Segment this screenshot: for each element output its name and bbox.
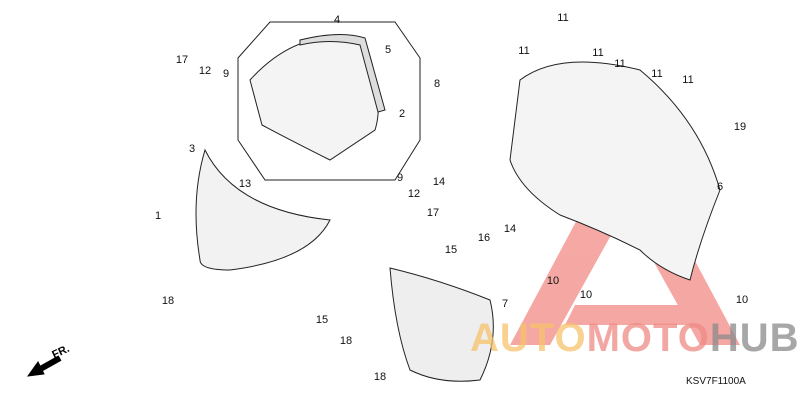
callout-label: 17	[426, 207, 440, 219]
callout-label: 16	[477, 232, 491, 244]
watermark-auto: AUTO	[470, 316, 587, 360]
callout-label: 13	[238, 178, 252, 190]
diagram-code: KSV7F1100A	[686, 376, 746, 387]
watermark-hub: HUB	[709, 316, 800, 360]
watermark: AUTOMOTOHUB	[470, 315, 800, 361]
windscreen-trim	[299, 33, 386, 113]
callout-label: 9	[396, 172, 404, 184]
callout-label: 11	[592, 47, 604, 59]
callout-label: 3	[188, 143, 196, 155]
callout-label: 18	[373, 371, 387, 383]
callout-label: 9	[222, 68, 230, 80]
callout-label: 18	[161, 295, 175, 307]
callout-label: 11	[557, 12, 569, 24]
callout-label: 10	[735, 294, 749, 306]
watermark-triangle	[510, 130, 740, 345]
callout-label: 2	[398, 108, 406, 120]
callout-label: 8	[433, 78, 441, 90]
callout-label: 17	[175, 54, 189, 66]
callout-label: 7	[501, 298, 509, 310]
callout-label: 10	[579, 289, 593, 301]
watermark-moto: MOTO	[586, 316, 710, 360]
callout-label: 15	[444, 244, 458, 256]
callout-label: 19	[733, 121, 747, 133]
callout-label: 10	[546, 275, 560, 287]
callout-label: 12	[407, 188, 421, 200]
callout-label: 11	[518, 45, 530, 57]
fr-arrow-head	[26, 361, 45, 377]
callout-label: 6	[716, 181, 724, 193]
callout-label: 14	[503, 223, 517, 235]
windscreen	[249, 36, 379, 161]
callout-label: 14	[432, 176, 446, 188]
lower-cover	[389, 267, 494, 382]
callout-label: 5	[384, 44, 392, 56]
windscreen-group-outline	[237, 21, 421, 181]
inner-cover-left	[195, 148, 331, 271]
callout-label: 12	[198, 65, 212, 77]
callout-label: 11	[682, 74, 694, 86]
callout-label: 1	[154, 210, 162, 222]
callout-label: 15	[315, 314, 329, 326]
front-cover	[509, 61, 721, 281]
callout-label: 11	[651, 68, 663, 80]
callout-label: 18	[339, 335, 353, 347]
callout-label: 11	[614, 58, 626, 70]
callout-label: 4	[333, 14, 341, 26]
